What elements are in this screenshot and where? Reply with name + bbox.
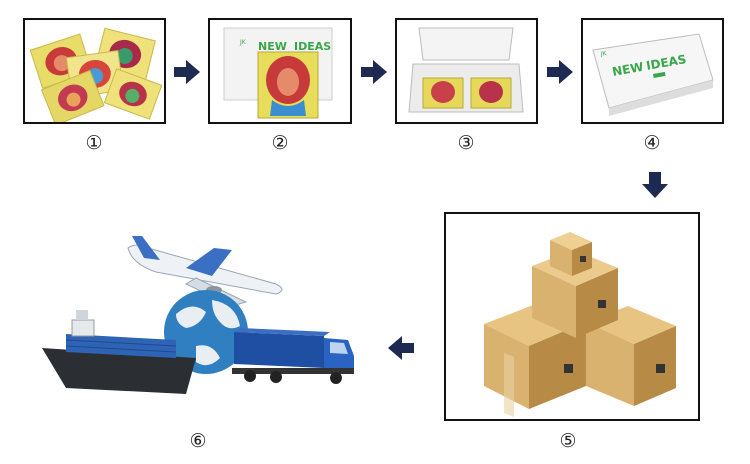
- canvas-card: [103, 68, 163, 120]
- step-5-label: ⑤: [559, 430, 577, 452]
- arrow-left-icon: [388, 336, 414, 360]
- closed-box-image: JK NEW IDEAS: [592, 33, 714, 116]
- box-logo: JK: [239, 39, 247, 46]
- canvas-card: [40, 69, 105, 122]
- step-2-label: ②: [271, 132, 289, 154]
- box-title-1: NEW: [258, 40, 287, 53]
- shipping-image: [42, 236, 354, 394]
- step-2-frame: JK NEW IDEAS: [208, 18, 352, 124]
- ship-icon: [42, 310, 196, 394]
- step-4-frame: JK NEW IDEAS: [581, 18, 724, 124]
- cardboard-boxes-image: [484, 232, 676, 417]
- step-1-frame: [23, 18, 166, 124]
- step-1-label: ①: [85, 132, 103, 154]
- arrow-right-icon: [174, 60, 200, 84]
- box-logo: JK: [599, 50, 608, 58]
- step-3-frame: [395, 18, 538, 124]
- box-title-2: IDEAS: [645, 52, 687, 73]
- canvases-image: [29, 27, 163, 122]
- step-3-label: ③: [457, 132, 475, 154]
- step-4-label: ④: [643, 132, 661, 154]
- truck-icon: [232, 328, 354, 384]
- open-box-image: [408, 27, 524, 113]
- box-with-canvas-image: JK NEW IDEAS: [223, 27, 333, 119]
- box-title-2: IDEAS: [294, 40, 331, 53]
- step-6-label: ⑥: [189, 430, 207, 452]
- box-title-1: NEW: [611, 60, 644, 79]
- globe-icon: [164, 290, 248, 374]
- arrow-right-icon: [547, 60, 573, 84]
- arrow-down-icon: [642, 172, 668, 198]
- step-5-frame: [444, 212, 700, 421]
- arrow-right-icon: [361, 60, 387, 84]
